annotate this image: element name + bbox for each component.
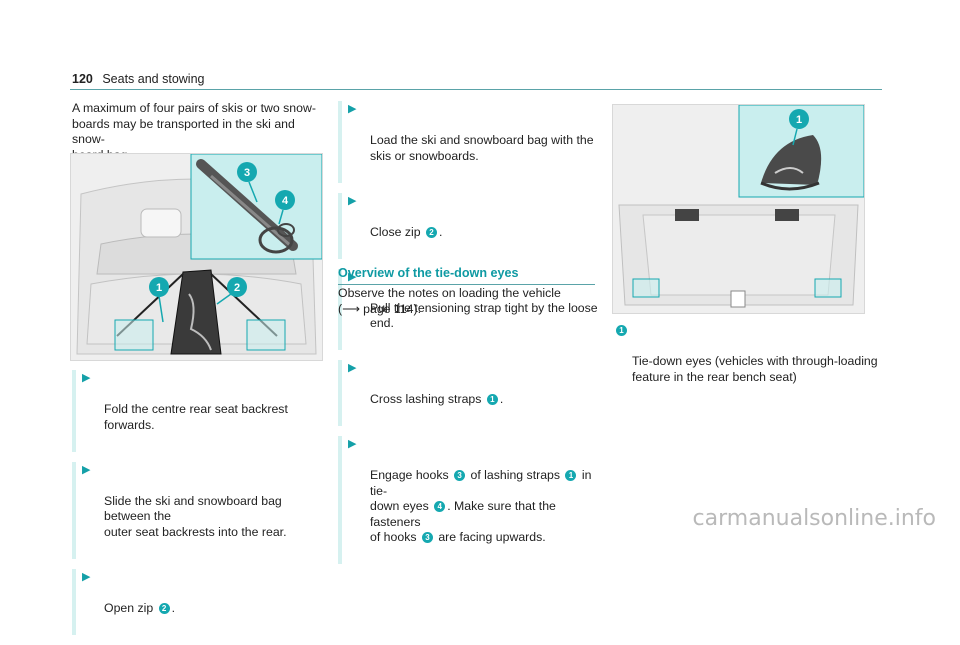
- callout-badge: 2: [158, 602, 170, 614]
- page-number: 120: [72, 72, 93, 86]
- figure-caption: 1 Tie-down eyes (vehicles with through-l…: [612, 323, 882, 385]
- play-arrow-icon: ▶: [348, 270, 357, 283]
- step-slide-bag: ▶ Slide the ski and snowboard bag betwee…: [72, 461, 324, 559]
- callout-1: 1: [149, 277, 169, 323]
- steps-middle: ▶ Load the ski and snowboard bag with th…: [338, 101, 598, 574]
- callout-badge: 1: [486, 394, 498, 405]
- callout-3: 3: [237, 162, 258, 203]
- callout-1-label: 1: [796, 114, 802, 126]
- step-open-zip: ▶ Open zip 2.: [72, 568, 324, 635]
- callout-badge: 2: [426, 226, 437, 238]
- steps-left: ▶ Fold the centre rear seat backrest for…: [72, 370, 324, 645]
- section-body: Observe the notes on loading the vehicle…: [338, 286, 561, 316]
- play-arrow-icon: ▶: [348, 103, 357, 115]
- callout-badge: 3: [421, 532, 433, 543]
- callout-2-label: 2: [234, 282, 240, 294]
- play-arrow-icon: ▶: [82, 463, 91, 476]
- ski-bag-illustration: 3 4 1 2: [70, 153, 323, 361]
- intro-text: A maximum of four pairs of skis or two s…: [72, 101, 316, 162]
- callout-2: 2: [216, 277, 247, 305]
- callout-1: 1: [789, 109, 809, 146]
- play-arrow-icon: ▶: [348, 362, 357, 374]
- callout-badge: 3: [454, 470, 466, 481]
- page-title: Seats and stowing: [102, 72, 205, 86]
- step-engage-hooks: ▶ Engage hooks 3 of lashing straps 1 in …: [338, 436, 598, 564]
- callout-3-label: 3: [244, 167, 250, 179]
- page-header: 120 Seats and stowing: [72, 72, 205, 86]
- callout-4: 4: [275, 190, 295, 225]
- tie-down-eyes-illustration: 1: [612, 104, 865, 314]
- step-cross-straps: ▶ Cross lashing straps 1.: [338, 360, 598, 426]
- tie-down-diagram: 1: [613, 105, 864, 313]
- play-arrow-icon: ▶: [348, 194, 357, 207]
- callout-badge: 1: [616, 325, 627, 336]
- play-arrow-icon: ▶: [82, 570, 91, 583]
- callout-4-label: 4: [282, 195, 289, 207]
- play-arrow-icon: ▶: [82, 372, 91, 384]
- callout-badge: 1: [565, 470, 577, 481]
- header-rule: [70, 89, 882, 90]
- play-arrow-icon: ▶: [348, 438, 357, 450]
- step-pull-strap: ▶ Pull the tensioning strap tight by the…: [338, 268, 598, 350]
- column-left: A maximum of four pairs of skis or two s…: [72, 101, 324, 163]
- callout-badge: 4: [434, 501, 446, 512]
- step-fold-backrest: ▶ Fold the centre rear seat backrest for…: [72, 370, 324, 452]
- step-load-bag: ▶ Load the ski and snowboard bag with th…: [338, 101, 598, 183]
- ski-bag-diagram: 3 4 1 2: [71, 154, 322, 360]
- watermark: carmanualsonline.info: [692, 506, 936, 531]
- section-heading: Overview of the tie-down eyes: [338, 266, 595, 285]
- callout-1-label: 1: [156, 282, 162, 294]
- step-close-zip: ▶ Close zip 2.: [338, 192, 598, 259]
